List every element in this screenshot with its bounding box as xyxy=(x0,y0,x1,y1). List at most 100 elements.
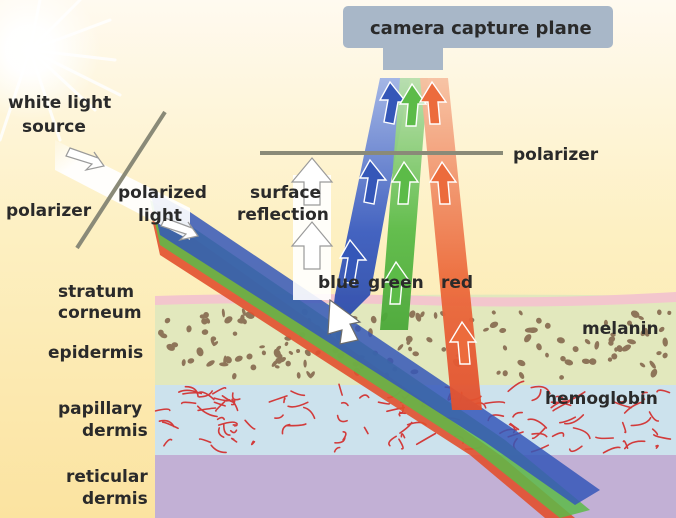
melanin-granule xyxy=(221,308,225,318)
hemoglobin-vessel xyxy=(377,401,391,405)
hemoglobin-vessel xyxy=(281,423,291,435)
melanin-granule xyxy=(564,359,574,366)
melanin-granule xyxy=(171,342,179,348)
hemoglobin-vessel xyxy=(550,400,569,409)
epidermis-label: epidermis xyxy=(48,343,143,363)
hemoglobin-vessel xyxy=(512,411,523,418)
melanin-granule xyxy=(259,345,265,349)
hemoglobin-vessel xyxy=(564,414,585,425)
hemoglobin-vessel xyxy=(531,432,548,438)
hemoglobin-vessel xyxy=(602,446,621,454)
reticular-dermis-label-2: dermis xyxy=(82,489,148,509)
melanin-granule xyxy=(296,372,301,379)
incident-arrow-at-skin xyxy=(327,298,362,345)
hemoglobin-vessel xyxy=(622,440,629,449)
melanin-granule xyxy=(187,358,195,364)
hemoglobin-vessel xyxy=(551,432,565,438)
melanin-granule xyxy=(426,337,433,343)
hemoglobin-vessel xyxy=(268,395,288,403)
melanin-granule xyxy=(627,339,636,345)
hemoglobin-vessel xyxy=(210,444,227,454)
melanin-granule xyxy=(544,322,551,329)
melanin-granule xyxy=(518,372,525,379)
hemoglobin-vessel xyxy=(196,405,218,418)
melanin-granule xyxy=(241,308,246,316)
hemoglobin-vessel xyxy=(244,419,256,430)
hemoglobin-vessel xyxy=(559,416,577,424)
melanin-granule xyxy=(667,310,672,315)
hemoglobin-vessel xyxy=(648,411,660,422)
melanin-granule xyxy=(306,370,312,379)
blue-channel-label: blue xyxy=(318,273,360,293)
melanin-granule xyxy=(649,360,656,369)
melanin-granule xyxy=(611,353,618,360)
hemoglobin-vessel xyxy=(178,389,199,394)
hemoglobin-vessel xyxy=(340,401,349,407)
hemoglobin-vessel xyxy=(217,421,238,426)
melanin-granule xyxy=(626,320,633,326)
melanin-granule xyxy=(572,346,579,353)
hemoglobin-vessel xyxy=(163,438,173,447)
hemoglobin-vessel xyxy=(161,421,179,430)
hemoglobin-vessel xyxy=(336,414,348,423)
melanin-granule xyxy=(405,335,413,343)
hemoglobin-vessel xyxy=(616,396,628,403)
melanin-granule xyxy=(658,326,665,333)
melanin-granule xyxy=(237,318,247,324)
hemoglobin-vessel xyxy=(400,433,406,439)
incoming-arrows xyxy=(65,147,200,242)
melanin-granule xyxy=(603,319,608,327)
hemoglobin-vessel xyxy=(222,423,231,436)
green-arrows xyxy=(382,82,428,305)
hemoglobin-vessel xyxy=(484,401,506,405)
hemoglobin-vessel xyxy=(656,389,671,394)
melanin-granule xyxy=(224,316,233,324)
melanin-granule xyxy=(273,348,281,358)
papillary-dermis-label-1: papillary xyxy=(58,399,142,419)
incident-beam xyxy=(55,140,600,518)
melanin-granule xyxy=(524,327,535,333)
melanin-label: melanin xyxy=(582,319,659,339)
reticular-dermis-label-1: reticular xyxy=(66,467,148,487)
hemoglobin-vessel xyxy=(651,428,659,436)
melanin-granule xyxy=(303,359,307,368)
hemoglobin-vessel xyxy=(231,392,241,401)
melanin-granule xyxy=(232,373,237,380)
hemoglobin-vessel xyxy=(388,435,397,447)
melanin-granule xyxy=(630,310,640,318)
surface-reflection-label-1: surface xyxy=(250,183,321,203)
melanin-granule xyxy=(491,310,496,315)
melanin-granule xyxy=(607,357,613,362)
red-arrows xyxy=(418,80,478,365)
melanin-granule xyxy=(639,362,646,368)
hemoglobin-vessel xyxy=(572,427,591,440)
melanin-granule xyxy=(219,362,229,367)
papillary-dermis-label-2: dermis xyxy=(82,421,148,441)
hemoglobin-vessel xyxy=(527,418,548,429)
melanin-granule xyxy=(232,331,238,336)
melanin-granule xyxy=(201,329,209,335)
stratum-corneum-label-1: stratum xyxy=(58,282,134,302)
hemoglobin-vessel xyxy=(197,407,217,412)
polarizer-left-label: polarizer xyxy=(6,201,92,221)
hemoglobin-vessel xyxy=(287,401,309,408)
hemoglobin-vessel xyxy=(624,440,646,450)
melanin-granule xyxy=(433,312,438,319)
melanin-granule xyxy=(186,325,192,333)
hemoglobin-vessel xyxy=(630,416,652,427)
melanin-granule xyxy=(517,359,526,367)
hemoglobin-vessel xyxy=(398,438,404,450)
melanin-granule xyxy=(589,358,597,365)
hemoglobin-vessel xyxy=(550,401,572,407)
melanin-granule xyxy=(536,343,542,351)
melanin-granule xyxy=(441,347,447,352)
melanin-granule xyxy=(196,347,204,357)
hemoglobin-vessel xyxy=(338,383,343,396)
hemoglobin-vessel xyxy=(415,432,437,446)
melanin-granule xyxy=(608,336,616,343)
melanin-granule xyxy=(164,317,171,324)
melanin-granule xyxy=(524,334,532,343)
hemoglobin-vessel xyxy=(213,397,231,402)
